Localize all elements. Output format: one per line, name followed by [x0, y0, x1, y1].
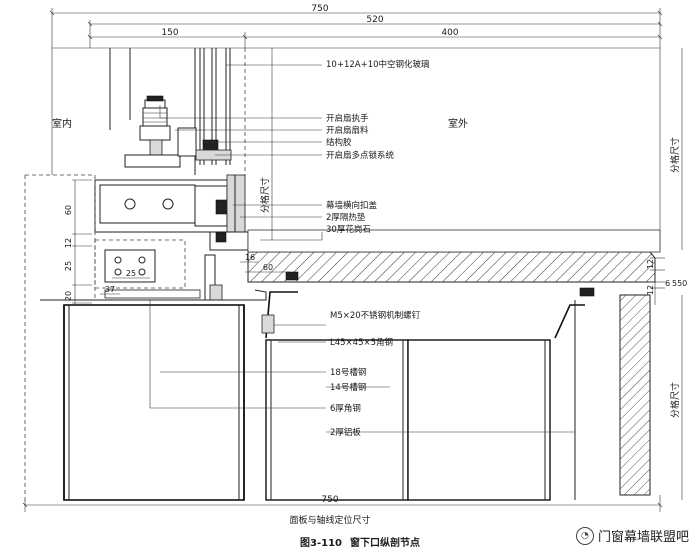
leader-lines [149, 64, 575, 433]
sill-box [94, 239, 186, 289]
dim-left-25: 25 [64, 261, 73, 271]
label-grid-size-left: 分格尺寸 [259, 177, 271, 213]
callout-cover-cap: 幕墙横向扣盖 [326, 200, 378, 211]
callout-glass: 10+12A+10中空钢化玻璃 [326, 59, 430, 70]
steel-structure [40, 254, 595, 501]
watermark: ◔ 门窗幕墙联盟吧 [575, 526, 689, 545]
dim-top-mid: 520 [366, 15, 383, 25]
sash-handle [124, 95, 232, 168]
callout-angle-6: 6厚角钢 [330, 403, 361, 414]
bottom-dimension [22, 495, 663, 512]
dim-right-12-bot: 12 [646, 285, 655, 295]
callout-handle: 开启扇执手 [326, 113, 369, 124]
dim-right-12-top: 12 [646, 259, 655, 269]
indoor-wall-outline [25, 174, 96, 300]
dim-top-overall: 750 [311, 4, 328, 14]
callout-screw: M5×20不锈钢机制螺钉 [330, 310, 421, 321]
label-grid-size-right-bottom: 分格尺寸 [669, 382, 681, 418]
right-dimensions [650, 48, 683, 500]
dim-bottom-overall: 750 [321, 495, 338, 505]
dim-top-right: 400 [441, 28, 458, 38]
exterior-wall [619, 294, 651, 496]
caption-number: 图3-110 [300, 537, 342, 549]
anchor-plate [104, 249, 156, 283]
caption-title: 窗下口纵剖节点 [350, 536, 420, 549]
wechat-icon: ◔ [575, 526, 594, 545]
watermark-text: 门窗幕墙联盟吧 [597, 530, 689, 545]
callout-structural-silicone: 结构胶 [326, 137, 352, 148]
bottom-note: 面板与轴线定位尺寸 [289, 514, 370, 526]
left-dimensions [72, 179, 92, 305]
callout-thermal-pad: 2厚隔热垫 [326, 212, 366, 223]
label-grid-size-right-top: 分格尺寸 [669, 137, 681, 173]
callout-multipoint-lock: 开启扇多点锁系统 [326, 150, 395, 161]
granite-slab [247, 229, 661, 283]
callout-channel-18: 18号槽钢 [330, 367, 366, 378]
callout-aluminum-panel: 2厚铝板 [330, 427, 361, 438]
label-indoor: 室内 [52, 117, 72, 130]
label-outdoor: 室外 [448, 117, 468, 130]
dim-right-550: 550 [672, 279, 687, 288]
callout-channel-14: 14号槽钢 [330, 382, 366, 393]
callout-angle-45: L45×45×5角钢 [330, 337, 393, 348]
dim-top-left: 150 [161, 28, 178, 38]
dim-left-12: 12 [64, 238, 73, 248]
dim-right-6: 6 [665, 279, 670, 288]
dim-left-20: 20 [64, 291, 73, 301]
callout-sash-profile: 开启扇扇料 [326, 125, 369, 136]
top-dimensions [49, 8, 663, 48]
transom-profile [94, 174, 249, 251]
callout-granite: 30厚花岗石 [326, 224, 371, 235]
dim-small-60: 60 [263, 263, 273, 272]
dim-small-16: 16 [245, 253, 255, 262]
dim-small-25: 25 [126, 269, 136, 278]
dim-left-60: 60 [64, 205, 73, 215]
dim-small-37: 37 [105, 285, 115, 294]
